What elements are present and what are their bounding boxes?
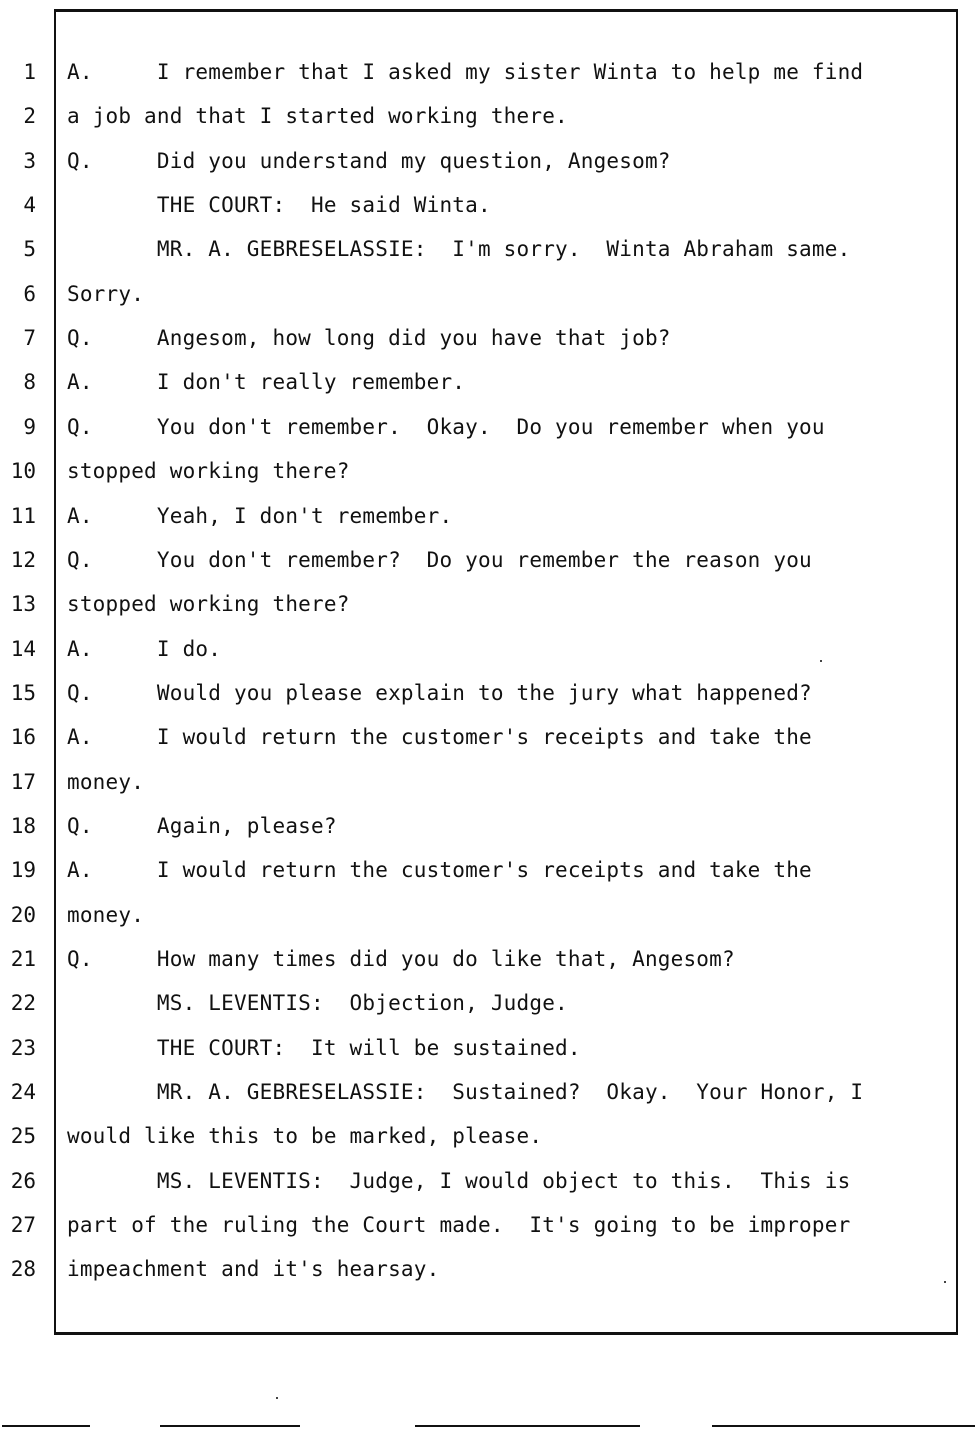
line-number: 27: [10, 1213, 36, 1237]
transcript-line: A. I remember that I asked my sister Win…: [67, 60, 864, 84]
footer-rule: [712, 1425, 975, 1427]
line-number: 4: [23, 193, 36, 217]
line-number: 6: [23, 282, 36, 306]
line-number: 11: [10, 504, 36, 528]
line-number: 8: [23, 370, 36, 394]
transcript-line: Q. How many times did you do like that, …: [67, 947, 735, 971]
transcript-line: impeachment and it's hearsay.: [67, 1257, 440, 1281]
transcript-line: THE COURT: He said Winta.: [67, 193, 491, 217]
transcript-line: A. I would return the customer's receipt…: [67, 858, 812, 882]
scan-speck: [820, 660, 822, 662]
line-number: 26: [10, 1169, 36, 1193]
line-number: 21: [10, 947, 36, 971]
line-number: 10: [10, 459, 36, 483]
line-number: 23: [10, 1036, 36, 1060]
line-number: 1: [23, 60, 36, 84]
transcript-line: A. Yeah, I don't remember.: [67, 504, 453, 528]
line-number: 20: [10, 903, 36, 927]
transcript-line: A. I would return the customer's receipt…: [67, 725, 812, 749]
line-number: 16: [10, 725, 36, 749]
line-number: 7: [23, 326, 36, 350]
line-number: 5: [23, 237, 36, 261]
transcript-line: money.: [67, 903, 145, 927]
line-number: 15: [10, 681, 36, 705]
transcript-line: Q. Again, please?: [67, 814, 337, 838]
transcript-line: money.: [67, 770, 145, 794]
transcript-line: a job and that I started working there.: [67, 104, 568, 128]
scan-speck: [276, 1397, 278, 1399]
line-number: 24: [10, 1080, 36, 1104]
transcript-line: stopped working there?: [67, 592, 350, 616]
line-number: 3: [23, 149, 36, 173]
transcript-line: MR. A. GEBRESELASSIE: I'm sorry. Winta A…: [67, 237, 851, 261]
transcript-line: part of the ruling the Court made. It's …: [67, 1213, 851, 1237]
line-number: 9: [23, 415, 36, 439]
line-number: 22: [10, 991, 36, 1015]
line-number: 13: [10, 592, 36, 616]
line-number: 18: [10, 814, 36, 838]
transcript-line: MS. LEVENTIS: Judge, I would object to t…: [67, 1169, 851, 1193]
footer-rule: [2, 1425, 90, 1427]
line-number: 28: [10, 1257, 36, 1281]
line-number: 19: [10, 858, 36, 882]
transcript-line: A. I do.: [67, 637, 222, 661]
line-number: 12: [10, 548, 36, 572]
transcript-frame: [54, 9, 958, 1335]
transcript-line: would like this to be marked, please.: [67, 1124, 543, 1148]
line-number: 14: [10, 637, 36, 661]
footer-rule: [415, 1425, 640, 1427]
transcript-line: Q. Would you please explain to the jury …: [67, 681, 812, 705]
scan-speck: [944, 1281, 946, 1283]
transcript-line: Q. Did you understand my question, Anges…: [67, 149, 671, 173]
transcript-line: Q. You don't remember? Do you remember t…: [67, 548, 812, 572]
line-number: 17: [10, 770, 36, 794]
transcript-line: Sorry.: [67, 282, 145, 306]
transcript-line: MS. LEVENTIS: Objection, Judge.: [67, 991, 568, 1015]
transcript-line: THE COURT: It will be sustained.: [67, 1036, 581, 1060]
transcript-line: stopped working there?: [67, 459, 350, 483]
transcript-line: MR. A. GEBRESELASSIE: Sustained? Okay. Y…: [67, 1080, 864, 1104]
transcript-line: A. I don't really remember.: [67, 370, 466, 394]
line-number: 25: [10, 1124, 36, 1148]
transcript-line: Q. You don't remember. Okay. Do you reme…: [67, 415, 825, 439]
transcript-line: Q. Angesom, how long did you have that j…: [67, 326, 671, 350]
footer-rule: [160, 1425, 300, 1427]
line-number: 2: [23, 104, 36, 128]
